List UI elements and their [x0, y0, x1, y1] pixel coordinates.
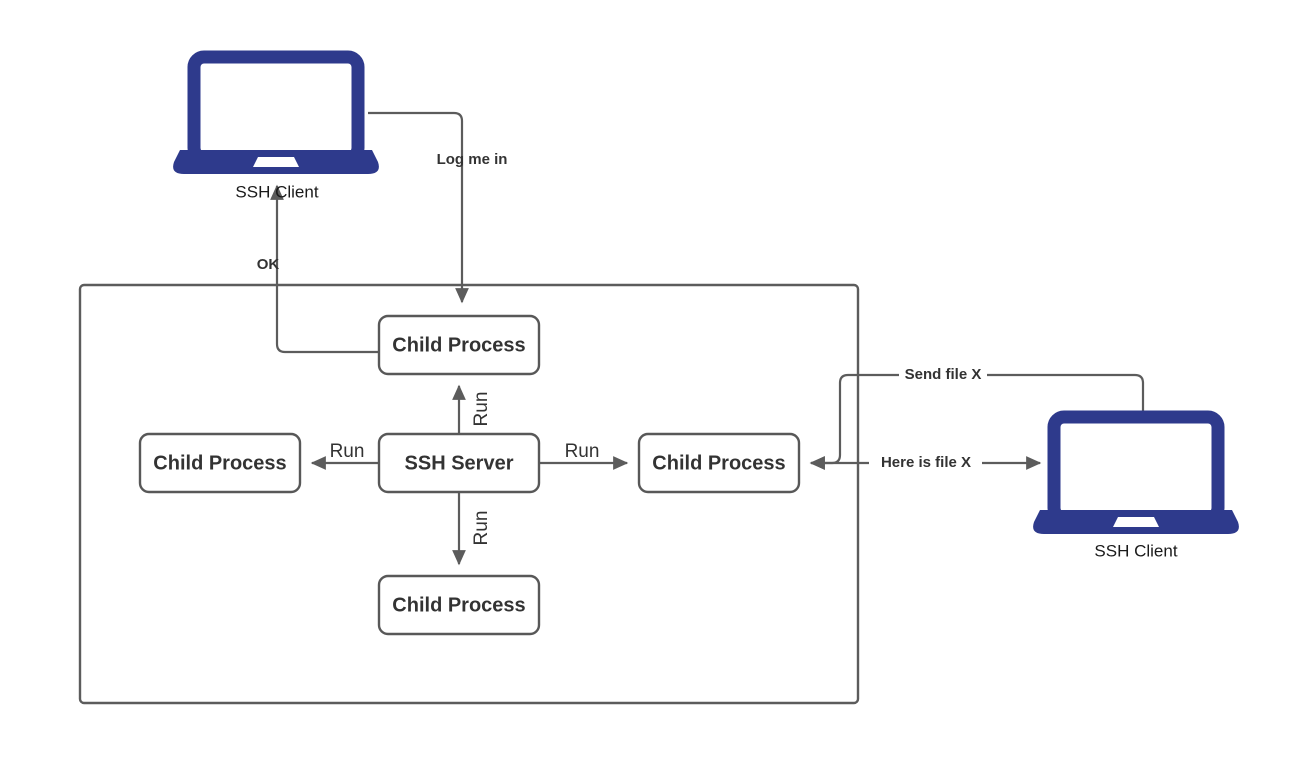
edge-label-run-left: Run [330, 441, 365, 462]
node-box [377, 432, 541, 494]
node-label-child-process-top: Child Process [392, 334, 525, 356]
device-client-right[interactable]: SSH Client [1033, 410, 1239, 560]
edge-label-here-is-file-x-backdrop [869, 453, 982, 473]
device-client-top-left[interactable]: SSH Client [173, 50, 379, 201]
node-label-child-process-right: Child Process [652, 452, 785, 474]
edge-label-ok: OK [257, 256, 280, 273]
edge-here-is-file-x: Here is file X [809, 453, 1042, 473]
edge-label-send-file-x: Send file X [905, 366, 982, 383]
laptop-icon [1033, 410, 1239, 534]
node-box [637, 432, 801, 494]
node-label-child-process-bottom: Child Process [392, 594, 525, 616]
node-child-process-top[interactable]: Child Process [377, 314, 541, 376]
edge-run-down: Run [452, 492, 492, 566]
device-label-client-right: SSH Client [1094, 541, 1177, 560]
node-child-process-bottom[interactable]: Child Process [377, 574, 541, 636]
edge-label-here-is-file-x: Here is file X [881, 454, 971, 471]
device-label-client-top-left: SSH Client [235, 182, 318, 201]
edge-ok: OK [257, 184, 379, 354]
edge-run-left: Run [310, 441, 379, 470]
edge-label-log-me-in: Log me in [437, 151, 508, 168]
edge-run-right: Run [539, 441, 629, 470]
edge-label-send-file-x-backdrop [899, 365, 987, 385]
node-child-process-right[interactable]: Child Process [637, 432, 801, 494]
node-box [377, 314, 541, 376]
edge-label-run-down: Run [471, 511, 492, 546]
node-box [138, 432, 302, 494]
node-label-child-process-left: Child Process [153, 452, 286, 474]
laptop-icon [173, 50, 379, 174]
node-label-ssh-server: SSH Server [405, 452, 514, 474]
node-box [377, 574, 541, 636]
node-child-process-left[interactable]: Child Process [138, 432, 302, 494]
edge-log-me-in: Log me in [368, 111, 508, 304]
ssh-server-host-boundary [78, 283, 860, 705]
edge-label-run-up: Run [471, 392, 492, 427]
edge-label-run-right: Run [565, 441, 600, 462]
edge-run-up: Run [452, 384, 492, 434]
node-ssh-server[interactable]: SSH Server [377, 432, 541, 494]
